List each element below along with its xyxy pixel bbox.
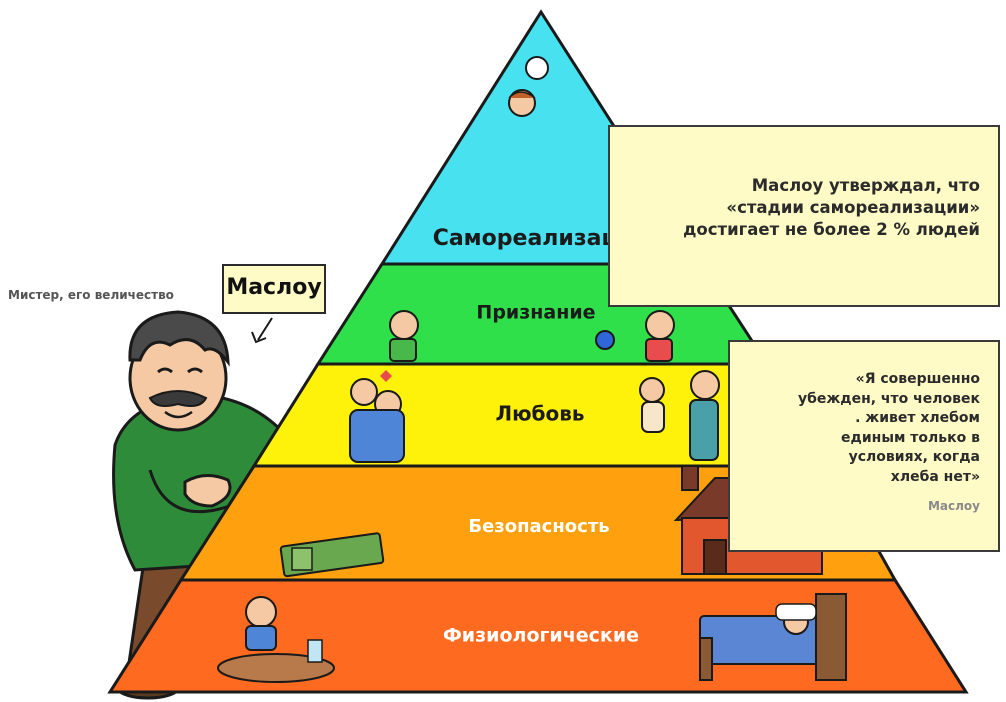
tier-label-love: Любовь	[495, 402, 584, 426]
tier-label-physiological: Физиологические	[443, 625, 639, 647]
name-tag: Маслоу	[222, 264, 326, 314]
money-stack-icon	[279, 532, 385, 578]
arrow-icon	[251, 317, 273, 344]
boy-eating-icon	[217, 596, 335, 683]
note-quote: «Я совершенно убежден, что человек . жив…	[728, 340, 1000, 552]
caption-text: Мистер, его величество	[8, 288, 174, 302]
tier-label-esteem: Признание	[476, 302, 595, 324]
parent-with-baby-icon	[639, 370, 720, 461]
thinking-boy-icon	[508, 56, 549, 117]
award-children-icon	[389, 310, 675, 362]
hugging-couple-icon	[349, 370, 405, 463]
tier-label-safety: Безопасность	[468, 516, 609, 537]
note-top-text: Маслоу утверждал, что «стадии самореализ…	[683, 176, 980, 239]
note-self-actualization: Маслоу утверждал, что «стадии самореализ…	[608, 125, 1000, 307]
quote-author: Маслоу	[927, 499, 980, 513]
quote-text: «Я совершенно убежден, что человек . жив…	[797, 371, 980, 485]
sleeping-in-bed-icon	[699, 593, 847, 681]
